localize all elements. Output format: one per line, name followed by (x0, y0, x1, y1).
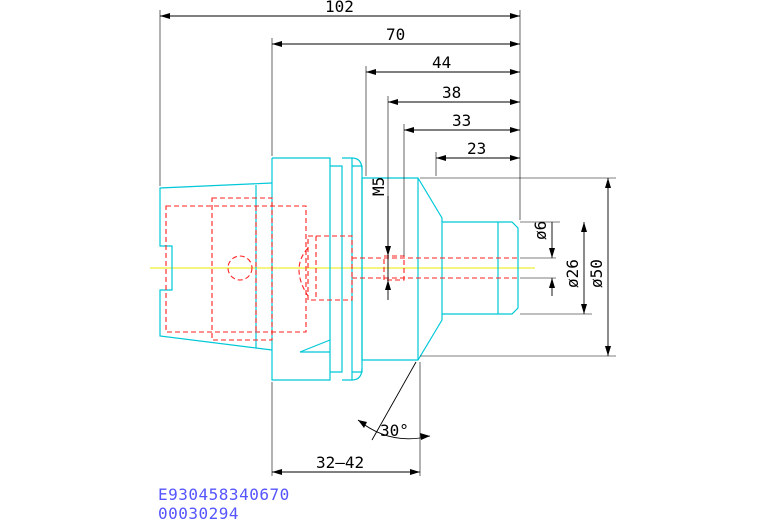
dim-angle: 30° (380, 421, 409, 440)
reference-number: 00030294 (158, 504, 239, 523)
hidden-lines (165, 197, 520, 341)
dim-range: 32—42 (316, 453, 364, 472)
angle-dimension (357, 361, 431, 441)
diameter-dimensions (385, 178, 611, 356)
horizontal-dimensions (160, 13, 520, 475)
dim-length-33: 33 (452, 111, 471, 130)
dim-dia-50: ø50 (587, 259, 606, 288)
dim-dia-6: ø6 (531, 221, 550, 240)
dim-length-38: 38 (442, 83, 461, 102)
dim-dia-26: ø26 (563, 259, 582, 288)
extension-lines (159, 10, 616, 476)
part-number: E930458340670 (158, 485, 290, 504)
dim-thread: M5 (369, 177, 388, 196)
dim-length-70: 70 (386, 25, 405, 44)
holder-outline (159, 157, 519, 381)
dim-overall-length: 102 (325, 0, 354, 16)
dim-length-23: 23 (467, 139, 486, 158)
dim-length-44: 44 (432, 53, 451, 72)
